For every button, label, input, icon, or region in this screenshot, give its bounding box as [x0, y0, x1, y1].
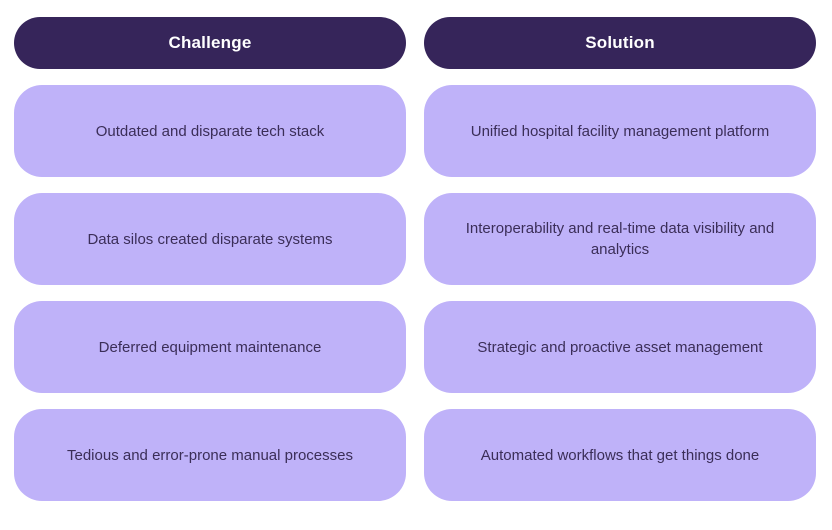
- challenge-cell-2-text: Data silos created disparate systems: [87, 230, 333, 248]
- solution-cell-1: Unified hospital facility management pla…: [424, 85, 816, 177]
- solution-cell-2: Interoperability and real-time data visi…: [424, 193, 816, 285]
- challenge-cell-1-text: Outdated and disparate tech stack: [95, 122, 325, 140]
- challenge-cell-1: Outdated and disparate tech stack: [14, 85, 406, 177]
- solution-cell-1-text: Unified hospital facility management pla…: [470, 122, 770, 140]
- column-header-solution: Solution: [424, 17, 816, 69]
- solution-cell-4-text: Automated workflows that get things done: [480, 446, 760, 464]
- solution-cell-2-text: Interoperability and real-time data visi…: [465, 220, 775, 258]
- solution-cell-3-text: Strategic and proactive asset management: [477, 338, 763, 356]
- challenge-cell-4-text: Tedious and error-prone manual processes: [67, 446, 353, 464]
- challenge-cell-4: Tedious and error-prone manual processes: [14, 409, 406, 501]
- column-header-challenge-label: Challenge: [168, 33, 252, 52]
- challenge-cell-3-text: Deferred equipment maintenance: [98, 338, 322, 356]
- column-header-solution-label: Solution: [585, 33, 655, 52]
- challenge-cell-3: Deferred equipment maintenance: [14, 301, 406, 393]
- column-header-challenge: Challenge: [14, 17, 406, 69]
- solution-cell-4: Automated workflows that get things done: [424, 409, 816, 501]
- solution-cell-3: Strategic and proactive asset management: [424, 301, 816, 393]
- challenge-cell-2: Data silos created disparate systems: [14, 193, 406, 285]
